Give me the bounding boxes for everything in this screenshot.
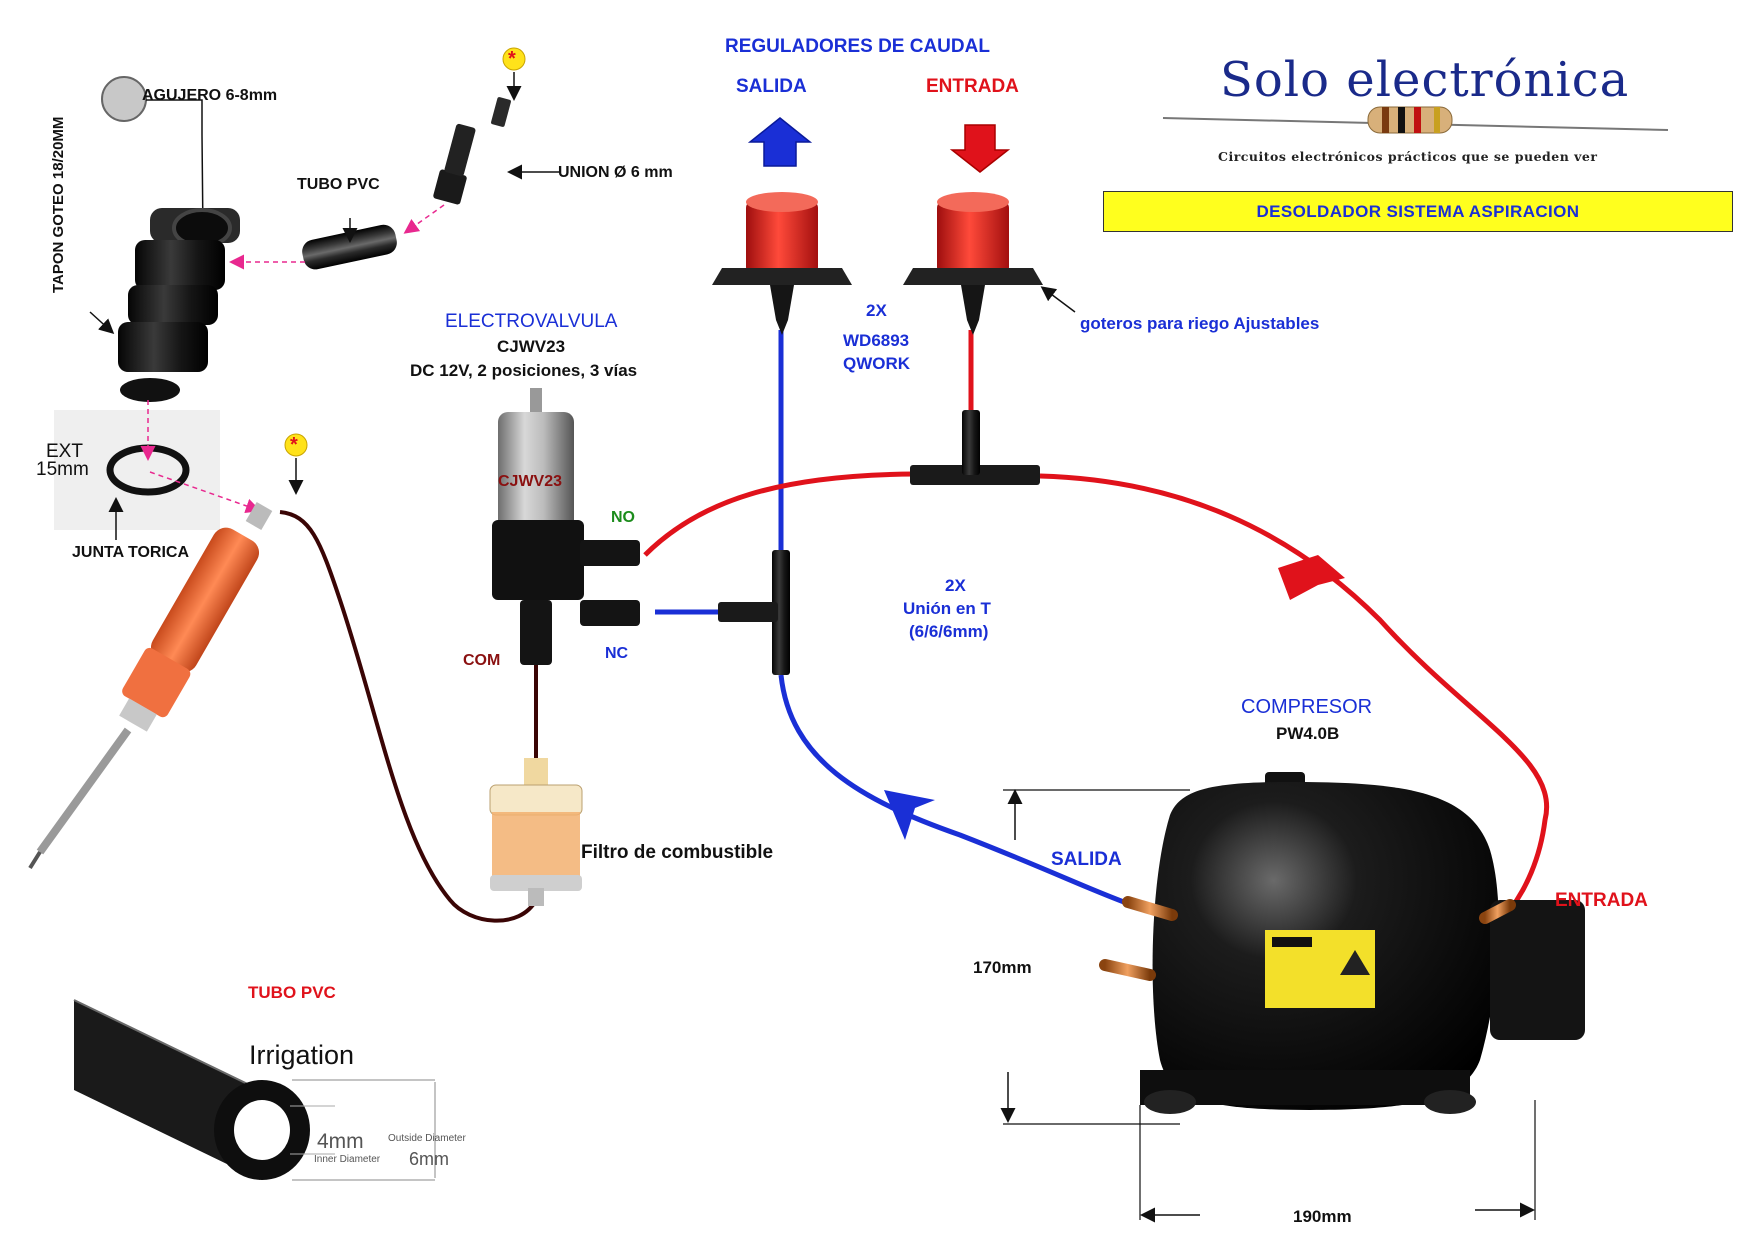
inner-diameter-value: 4mm (317, 1130, 364, 1153)
valve-title: ELECTROVALVULA (445, 311, 618, 332)
outer-diameter-value: 6mm (409, 1149, 449, 1169)
blue-up-arrow-icon (747, 117, 813, 167)
fuel-filter (489, 758, 583, 906)
tee-qty: 2X (945, 576, 966, 595)
valve-spec: DC 12V, 2 posiciones, 3 vías (410, 361, 638, 380)
regulator-salida-label: SALIDA (736, 76, 807, 97)
tee-size: (6/6/6mm) (909, 622, 989, 641)
tee-union-red (910, 410, 1040, 485)
compressor-salida-label: SALIDA (1051, 849, 1122, 870)
valve-model: CJWV23 (497, 337, 566, 356)
regulator-brand: QWORK (843, 354, 911, 373)
compressor-entrada-label: ENTRADA (1555, 890, 1648, 911)
tee-name: Unión en T (903, 599, 991, 618)
hole-marker-icon (101, 76, 147, 122)
tube-pvc-label: TUBO PVC (297, 176, 380, 193)
filter-label: Filtro de combustible (581, 842, 774, 863)
dripper-note: goteros para riego Ajustables (1080, 314, 1320, 333)
height-dimension (1000, 789, 1190, 1125)
valve-body-label: CJWV23 (498, 473, 563, 490)
star-marker-iron: * (290, 434, 298, 456)
compressor-model: PW4.0B (1276, 724, 1340, 743)
tube-photo-title: TUBO PVC (248, 983, 336, 1002)
drip-cap (118, 208, 240, 402)
blue-tube-compressor (778, 674, 1133, 908)
port-no-label: NO (611, 509, 635, 526)
hole-label: AGUJERO 6-8mm (142, 87, 278, 104)
compressor-width: 190mm (1293, 1207, 1352, 1226)
flow-arrow-icon (884, 790, 935, 840)
regulators-title: REGULADORES DE CAUDAL (725, 36, 990, 57)
port-com-label: COM (463, 652, 501, 669)
compressor-title: COMPRESOR (1241, 696, 1373, 718)
red-tube-no (643, 471, 916, 557)
tube-photo-caption: Irrigation (249, 1040, 355, 1070)
red-down-arrow-icon (949, 124, 1011, 173)
solenoid-valve (492, 388, 640, 665)
oring-size-label: 15mm (36, 459, 89, 480)
regulator-model: WD6893 (843, 331, 910, 350)
port-nc-label: NC (605, 645, 629, 662)
width-dimension (1139, 1100, 1536, 1223)
union-6mm (433, 97, 511, 205)
oring-ext-label: EXT (46, 441, 83, 462)
oring-panel (54, 410, 220, 530)
pvc-tube-photo (73, 999, 436, 1181)
dripper-entrada (903, 192, 1043, 335)
regulator-qty: 2X (866, 301, 887, 320)
banner-text: DESOLDADOR SISTEMA ASPIRACION (1256, 201, 1580, 221)
tee-union-blue (718, 550, 790, 675)
compressor-body (1099, 772, 1585, 1114)
star-marker-icon (284, 47, 526, 457)
pvc-tube-piece (302, 224, 397, 270)
logo-tagline: Circuitos electrónicos prácticos que se … (1218, 149, 1598, 164)
drip-cap-label: TAPON GOTEO 18/20MM (50, 116, 67, 293)
desoldering-iron (28, 501, 273, 870)
union-label: UNION Ø 6 mm (558, 164, 673, 181)
dripper-salida (712, 192, 852, 335)
inner-diameter-label: Inner Diameter (314, 1154, 381, 1165)
compressor-height: 170mm (973, 958, 1032, 977)
star-marker-top: * (508, 48, 516, 70)
regulator-entrada-label: ENTRADA (926, 76, 1019, 97)
title-banner: DESOLDADOR SISTEMA ASPIRACION (1103, 191, 1733, 232)
logo-title: Solo electrónica (1220, 52, 1630, 108)
oring-label: JUNTA TORICA (72, 544, 190, 561)
logo-resistor-icon (1162, 106, 1669, 134)
outer-diameter-label: Outside Diameter (388, 1133, 466, 1144)
flow-arrow-icon (1278, 555, 1345, 600)
red-tube-compressor (1039, 473, 1550, 912)
brown-tube-iron (279, 510, 538, 923)
